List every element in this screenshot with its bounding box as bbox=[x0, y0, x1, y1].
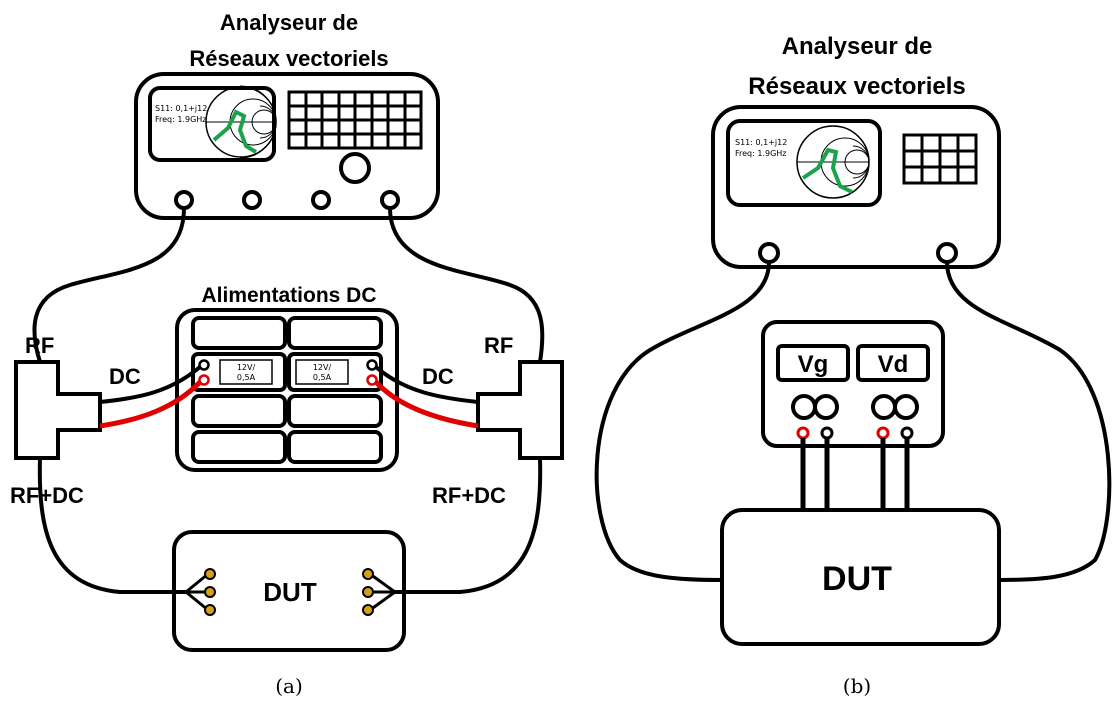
rf-cable-right-a bbox=[388, 207, 545, 363]
analyzer-a-port-4 bbox=[380, 190, 400, 210]
dut-a-body bbox=[172, 530, 406, 652]
smith-chart-icon bbox=[796, 125, 870, 199]
probe-right-icon bbox=[362, 568, 396, 616]
dc-wire-black-left bbox=[99, 365, 202, 404]
vg-knob-2 bbox=[813, 394, 839, 420]
vg-label: Vg bbox=[798, 351, 829, 378]
terminal-positive-left bbox=[198, 374, 210, 386]
vg-terminal-positive bbox=[796, 426, 810, 440]
supply-label-left-line1: 12V/ bbox=[237, 363, 256, 372]
supply-label-box-left bbox=[219, 359, 273, 385]
analyzer-a-port-2 bbox=[242, 190, 262, 210]
supply-label-box-right bbox=[295, 359, 349, 385]
rf-cable-right-b bbox=[945, 261, 1112, 582]
caption-b: (b) bbox=[843, 674, 871, 698]
analyzer-a-screen-line2: Freq: 1.9GHz bbox=[155, 115, 207, 124]
vg-terminal-negative bbox=[820, 426, 834, 440]
rf-cable-left-a bbox=[32, 207, 186, 363]
analyzer-a-title-line2: Réseaux vectoriels bbox=[189, 46, 388, 71]
panel-a: Analyseur de Réseaux vectoriels S11: 0,1… bbox=[10, 10, 564, 698]
analyzer-a-screen-line1: S11: 0,1+j12 bbox=[155, 104, 207, 113]
vd-terminal-positive bbox=[876, 426, 890, 440]
supply-label-left-line2: 0,5A bbox=[237, 373, 256, 382]
analyzer-b-port-2 bbox=[936, 242, 958, 264]
dc-wire-red-left bbox=[99, 380, 202, 429]
dc-supply-b-body bbox=[761, 320, 945, 448]
analyzer-b-screen-line1: S11: 0,1+j12 bbox=[735, 138, 787, 147]
analyzer-b-screen-line2: Freq: 1.9GHz bbox=[735, 149, 787, 158]
vd-terminal-negative bbox=[900, 426, 914, 440]
smith-chart-icon bbox=[205, 85, 277, 159]
probe-left-icon bbox=[185, 568, 216, 616]
analyzer-a-title-line1: Analyseur de bbox=[220, 10, 358, 35]
vg-display bbox=[776, 344, 850, 382]
terminal-negative-left bbox=[198, 359, 210, 371]
label-dc-right: DC bbox=[422, 364, 454, 389]
dut-a-label: DUT bbox=[263, 577, 317, 607]
vd-display bbox=[856, 344, 930, 382]
dc-wire-red-right bbox=[374, 380, 479, 429]
analyzer-a-port-3 bbox=[311, 190, 331, 210]
supply-slot bbox=[287, 430, 383, 464]
caption-a: (a) bbox=[275, 674, 303, 698]
label-dc-left: DC bbox=[109, 364, 141, 389]
dut-b-label: DUT bbox=[822, 560, 892, 598]
analyzer-b-body bbox=[711, 105, 1001, 269]
analyzer-a-knob bbox=[339, 152, 371, 184]
dut-b-body bbox=[720, 508, 1001, 646]
terminal-negative-right bbox=[366, 359, 378, 371]
rf-cable-left-b bbox=[594, 261, 771, 582]
analyzer-a-keypad bbox=[287, 90, 423, 150]
label-rf-right: RF bbox=[484, 333, 513, 358]
vg-knob-1 bbox=[791, 394, 817, 420]
vd-knob-1 bbox=[871, 394, 897, 420]
bias-tee-right bbox=[476, 360, 564, 460]
supply-slot bbox=[191, 430, 287, 464]
label-rfdc-right: RF+DC bbox=[432, 483, 506, 508]
supply-slot bbox=[287, 394, 383, 428]
label-rf-left: RF bbox=[25, 333, 54, 358]
label-rfdc-left: RF+DC bbox=[10, 483, 84, 508]
vd-label: Vd bbox=[878, 351, 909, 378]
dc-wire-black-right bbox=[374, 365, 479, 404]
supply-slot bbox=[191, 316, 287, 350]
terminal-positive-right bbox=[366, 374, 378, 386]
supply-label-right-line2: 0,5A bbox=[313, 373, 332, 382]
supply-label-right-line1: 12V/ bbox=[313, 363, 332, 372]
supply-title: Alimentations DC bbox=[201, 284, 376, 307]
analyzer-b-title-line1: Analyseur de bbox=[782, 33, 933, 60]
supply-slot bbox=[191, 394, 287, 428]
vd-knob-2 bbox=[893, 394, 919, 420]
analyzer-a-body bbox=[134, 72, 440, 220]
rfdc-cable-left bbox=[37, 457, 186, 594]
analyzer-b-title-line2: Réseaux vectoriels bbox=[748, 73, 965, 100]
analyzer-b-port-1 bbox=[758, 242, 780, 264]
analyzer-a-port-1 bbox=[174, 190, 194, 210]
rfdc-cable-right bbox=[395, 457, 543, 594]
analyzer-a-screen bbox=[148, 86, 276, 162]
panel-b: Analyseur de Réseaux vectoriels S11: 0,1… bbox=[594, 33, 1112, 698]
analyzer-b-keypad bbox=[902, 133, 978, 185]
analyzer-b-screen bbox=[726, 119, 882, 207]
supply-slot bbox=[287, 316, 383, 350]
bias-tee-left bbox=[14, 360, 102, 460]
dc-supply-body bbox=[175, 308, 399, 472]
